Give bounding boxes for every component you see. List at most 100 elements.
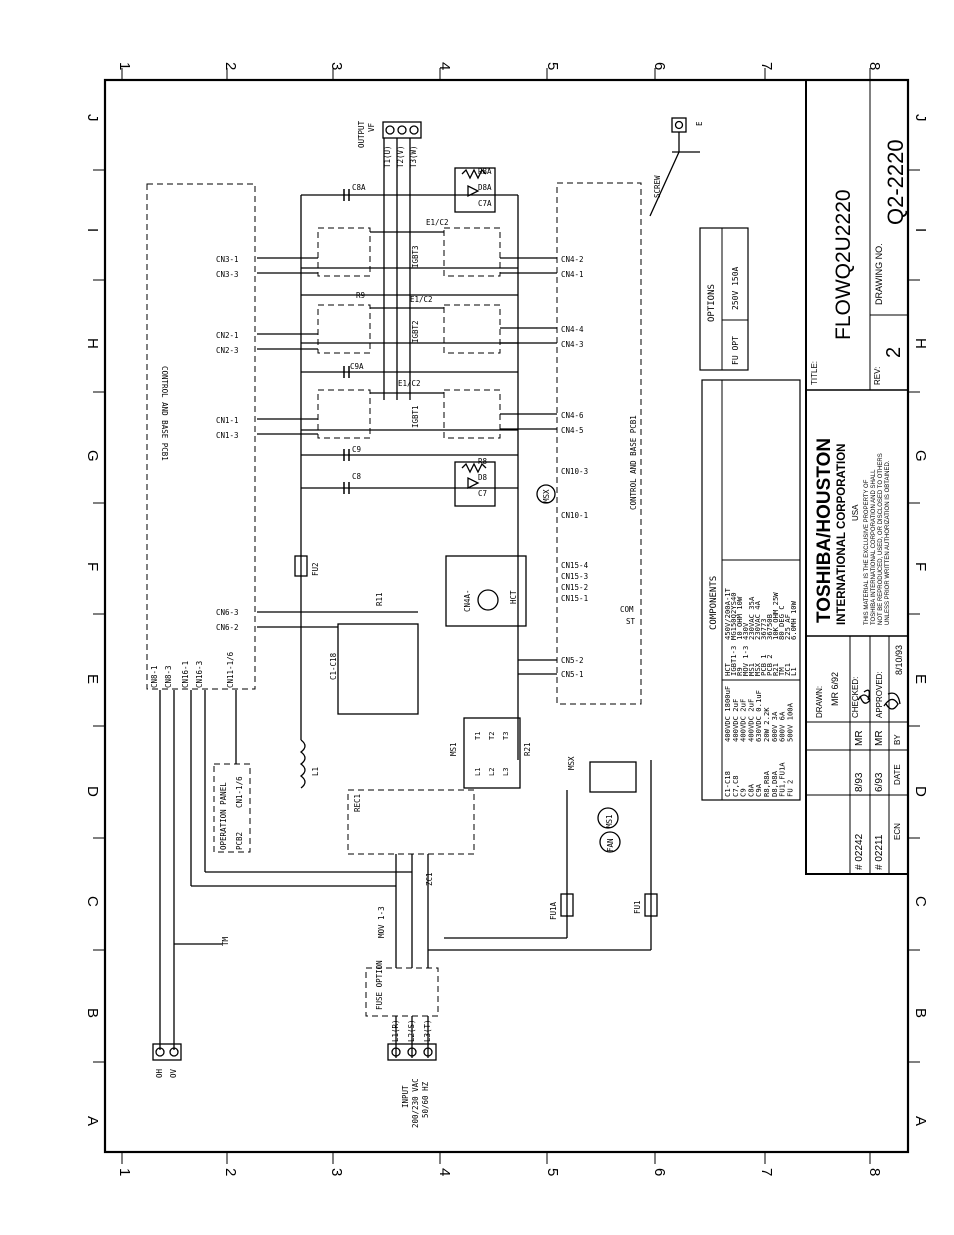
component-value: 36773 [759,618,768,640]
connector-label: CN2-3 [216,346,239,355]
ms1-contact: L2 [488,768,496,776]
zone-letter: C [84,896,101,907]
zone-number: 5 [544,1168,561,1176]
connector-label: CN10-1 [561,511,588,520]
igbt3-label: IGBT3 [411,245,420,268]
ms1-contact: L3 [502,768,510,776]
drawn-value: MR 6/92 [830,672,840,706]
component-ref: TM [777,667,786,676]
component-ref: R21 [771,663,780,676]
input-note: INPUT [401,1085,410,1108]
notice-line: THIS MATERIAL IS THE EXCLUSIVE PROPERTY … [864,479,870,625]
connector-label: CN3-3 [216,270,239,279]
diode-d8: D8 [478,473,488,482]
component-value: 400VDC 1800uF [723,686,732,742]
component-ref: C9 [739,788,748,797]
title-block [805,79,909,875]
ms1-contact: L1 [474,768,482,776]
revision-date: 6/93 [874,772,885,792]
component-ref: C8A [746,783,755,797]
diode-d8a: D8A [478,183,492,192]
approved-label: APPROVED: [875,671,884,718]
revision-by: MR [874,730,885,746]
revision-by: MR [854,730,865,746]
title-label: TITLE: [810,361,819,385]
component-ref: FU 2 [785,780,794,797]
zone-letter: H [84,338,101,349]
connector-label: CN15-2 [561,583,588,592]
notice-line: NOT BE REPRODUCED, USED, OR DISCLOSED TO… [878,453,884,625]
component-ref: PCB 1 [759,654,768,676]
op-panel-cn: CN1-1/6 [235,776,244,808]
zone-number: 7 [758,1168,775,1176]
component-value: 430V [741,622,750,640]
res-r9: R9 [356,291,365,300]
drawn-label: DRAWN: [815,686,824,718]
component-ref: FU1,FU1A [778,762,787,797]
cap-c1-c18: C1-C18 [329,652,338,680]
ms1-coil-label: MS1 [605,814,614,828]
zone-letter: B [84,1008,101,1018]
component-value: 600V 3A [770,711,779,742]
terminal-t1: T1(U) [383,145,392,168]
rev-label: REV: [873,367,882,385]
component-ref: MS1 [747,663,756,676]
pcb1-right-label: CONTROL AND BASE PCB1 [629,415,638,510]
cap-c9: C9 [352,445,361,454]
component-ref: C7,C8 [731,775,740,797]
com-label: COM [620,605,634,614]
zone-letter: I [912,228,929,232]
op-panel-label: OPERATION PANEL [219,782,228,850]
ov-label: OV [169,1068,178,1078]
header-by: BY [893,734,902,745]
component-value: MG150Q2YS40 [729,592,738,640]
fu1a-label: FU1A [549,901,558,920]
zone-letter: C [912,896,929,907]
igbt2-label: IGBT2 [411,320,420,343]
rec1-label: REC1 [353,794,362,812]
connector-label: CN2-1 [216,331,239,340]
vf-label: VF [367,122,376,132]
cap-c8: C8 [352,472,362,481]
connector-label: CN5-1 [561,670,584,679]
components-table [701,379,801,801]
zone-letter: F [912,562,929,571]
res-r21: R21 [523,742,532,756]
connector-label: CN6-3 [216,608,239,617]
revision-ecn: # 02211 [874,834,885,870]
checked-signature [857,689,871,704]
component-ref: C1-C18 [723,771,732,797]
rev-value: 2 [883,347,905,358]
ms1-contact: T2 [488,732,496,740]
zone-number: 7 [758,62,775,70]
zc1-label: ZC1 [425,872,434,886]
fuse-option-label: FUSE OPTION [375,960,384,1010]
cap-c7a: C7A [478,199,492,208]
zone-letter: G [84,450,101,462]
component-value: 600V 6A [778,711,787,742]
header-ecn: ECN [893,823,902,840]
drawing-no-label: DRAWING NO. [874,243,884,305]
connector-label: CN4-2 [561,255,584,264]
component-ref: ZC1 [783,663,792,676]
connector-label: CN1-3 [216,431,239,440]
company-subtitle: INTERNATIONAL CORPORATION [836,444,848,625]
zone-letter: E [84,674,101,684]
component-value: 225 AF [783,614,792,640]
connector-label: CN5-2 [561,656,584,665]
zone-letter: A [84,1116,101,1126]
zone-number: 8 [866,62,883,70]
output-label: OUTPUT [357,120,366,148]
terminal-t2: T2(V) [396,145,405,168]
zone-ticks [93,68,920,1164]
msx-contact-label: MSX [567,756,576,770]
notice-line: UNLESS PRIOR WRITTEN AUTHORIZATION IS OB… [885,460,891,625]
op-panel-pcb: PCB2 [235,832,244,850]
drawing-number: Q2-2220 [883,139,908,225]
zone-letter: H [912,338,929,349]
zone-number: 4 [436,1168,453,1176]
zone-letter: G [912,450,929,462]
checked-label: CHECKED: [851,677,860,718]
component-ref: L1 [789,667,798,676]
component-value: 230VAC 4A [753,600,762,640]
